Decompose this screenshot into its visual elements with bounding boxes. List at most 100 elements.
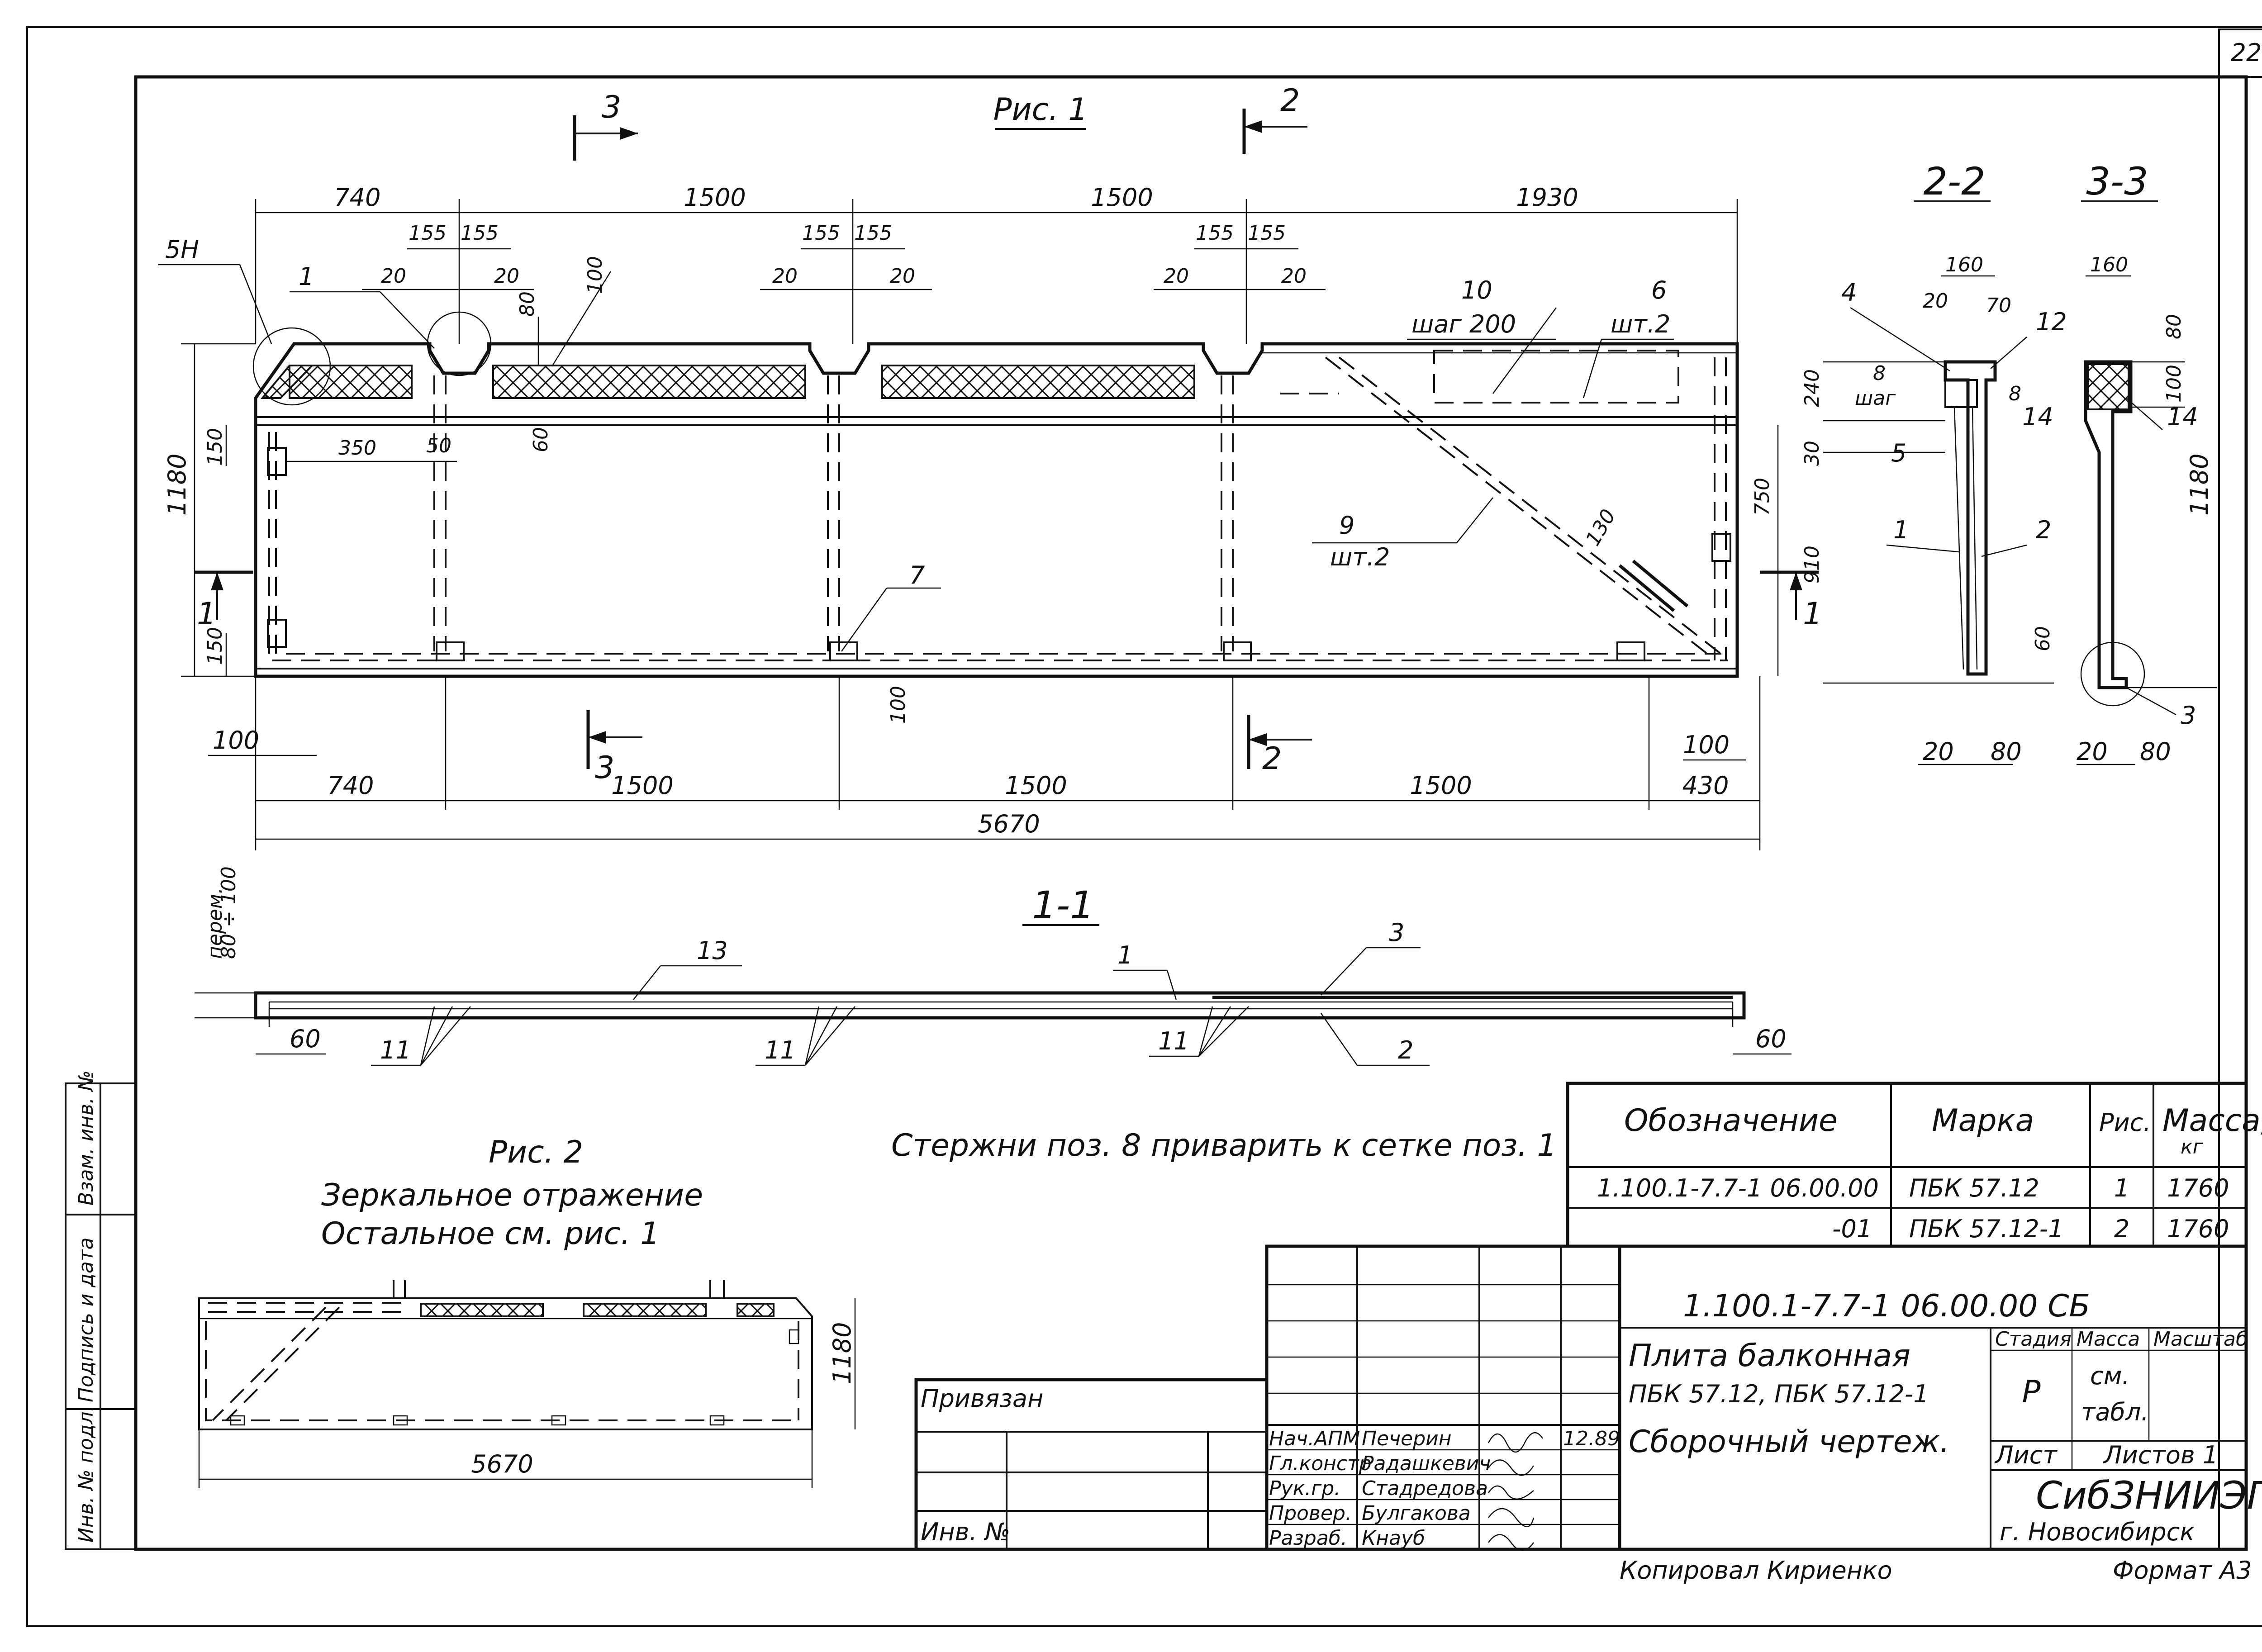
svg-text:4: 4 (1841, 278, 1857, 307)
svg-text:155: 155 (854, 222, 892, 245)
svg-text:10: 10 (1461, 276, 1492, 304)
top-dimensions: 740 1500 1500 1930 155 155 155 155 155 1… (255, 183, 1738, 367)
svg-text:Зеркальное отражение: Зеркальное отражение (321, 1177, 703, 1213)
svg-text:20: 20 (494, 265, 519, 288)
svg-text:1: 1 (2114, 1174, 2129, 1202)
svg-text:Остальное см. рис. 1: Остальное см. рис. 1 (321, 1216, 660, 1252)
svg-text:1500: 1500 (611, 771, 673, 800)
svg-text:7: 7 (909, 561, 925, 589)
svg-text:5Н: 5Н (165, 235, 199, 264)
svg-text:155: 155 (461, 222, 499, 245)
section-marker-1-right: 1 (1760, 570, 1822, 632)
section-marker-2-bottom: 2 (1247, 715, 1312, 777)
svg-text:г. Новосибирск: г. Новосибирск (2000, 1518, 2195, 1546)
svg-text:Масштаб: Масштаб (2153, 1328, 2248, 1351)
svg-text:5670: 5670 (471, 1450, 533, 1478)
svg-text:1180: 1180 (2185, 454, 2214, 516)
section-2-2: 2-2 160 20 70 240 30 910 60 20 80 4 12 8… (1801, 159, 2067, 766)
section-marker-3-top: 3 (573, 90, 638, 161)
svg-text:20: 20 (1923, 290, 1948, 313)
svg-text:шаг 200: шаг 200 (1411, 310, 1516, 338)
svg-text:Радашкевич: Радашкевич (1362, 1452, 1491, 1475)
svg-text:20: 20 (381, 265, 406, 288)
fig1-total-length: 5670 (978, 810, 1040, 838)
side-strip: Взам. инв. № Подпись и дата Инв. № подл. (65, 1070, 137, 1550)
svg-text:Р: Р (2022, 1374, 2040, 1410)
svg-text:1: 1 (197, 596, 216, 632)
svg-text:Лист: Лист (1994, 1441, 2058, 1469)
svg-text:3: 3 (2181, 701, 2196, 730)
sheet-number: 22 (2231, 38, 2262, 67)
weld-note: Стержни поз. 8 приварить к сетке поз. 1 (891, 1128, 1557, 1163)
svg-text:ПБК 57.12-1: ПБК 57.12-1 (1909, 1215, 2064, 1243)
section-3-3: 3-3 160 80 100 1180 20 80 14 3 (2077, 159, 2217, 766)
svg-text:Масса: Масса (2077, 1328, 2140, 1351)
svg-text:155: 155 (1248, 222, 1286, 245)
svg-text:80: 80 (516, 291, 539, 317)
svg-text:-01: -01 (1832, 1215, 1872, 1243)
svg-text:60: 60 (1755, 1025, 1787, 1053)
svg-text:1500: 1500 (1091, 183, 1153, 212)
svg-text:2: 2 (1262, 741, 1282, 777)
hidden-reinforcement (268, 350, 1728, 661)
svg-text:6: 6 (1651, 276, 1667, 304)
svg-text:100: 100 (887, 686, 910, 724)
svg-text:20: 20 (1281, 265, 1307, 288)
svg-text:155: 155 (1196, 222, 1234, 245)
svg-text:Привязан: Привязан (921, 1384, 1043, 1413)
svg-text:1.100.1-7.7-1 06.00.00: 1.100.1-7.7-1 06.00.00 (1597, 1174, 1879, 1202)
svg-text:Печерин: Печерин (1362, 1427, 1452, 1450)
svg-text:11: 11 (765, 1036, 796, 1064)
svg-text:150: 150 (204, 428, 227, 466)
fig1-callouts: 5Н 1 10 шаг 200 6 шт.2 9 шт.2 7 (158, 235, 1674, 652)
svg-text:ПБК 57.12, ПБК 57.12-1: ПБК 57.12, ПБК 57.12-1 (1629, 1380, 1929, 1408)
svg-text:100: 100 (1683, 731, 1730, 759)
svg-text:Кнауб: Кнауб (1362, 1527, 1425, 1550)
drawing-code: 1.100.1-7.7-1 06.00.00 СБ (1683, 1288, 2090, 1324)
svg-text:кг: кг (2181, 1135, 2204, 1158)
svg-text:Булгакова: Булгакова (1362, 1502, 1471, 1525)
side-label-inv: Инв. № подл. (75, 1405, 98, 1543)
svg-text:100: 100 (584, 256, 607, 294)
svg-text:3: 3 (1389, 918, 1404, 947)
section-1-1-title: 1-1 (1032, 883, 1094, 927)
svg-text:8: 8 (2009, 382, 2021, 405)
svg-text:Масса,: Масса, (2162, 1103, 2262, 1139)
svg-text:шт.2: шт.2 (1611, 310, 1670, 338)
svg-text:Инв. №: Инв. № (921, 1518, 1010, 1546)
svg-text:910: 910 (1801, 546, 1824, 584)
svg-text:20: 20 (2077, 737, 2108, 766)
svg-text:155: 155 (409, 222, 447, 245)
svg-text:1: 1 (1117, 941, 1133, 969)
svg-text:20: 20 (890, 265, 915, 288)
svg-text:Листов 1: Листов 1 (2103, 1441, 2218, 1469)
svg-text:1500: 1500 (1410, 771, 1472, 800)
side-label-podpis: Подпись и дата (75, 1238, 98, 1402)
embedded-plates (267, 447, 1731, 661)
svg-text:Рук.гр.: Рук.гр. (1269, 1477, 1340, 1500)
svg-text:1500: 1500 (684, 183, 746, 212)
svg-text:130: 130 (1581, 505, 1620, 550)
spec-table: Обозначение Марка Рис. Масса, кг 1.100.1… (1566, 1082, 2262, 1248)
section-marker-3-bottom: 3 (586, 710, 642, 786)
svg-text:1: 1 (1893, 516, 1909, 544)
section-1-1: 1-1 перем. 80 ÷ 100 13 1 3 11 11 11 (195, 866, 1792, 1066)
left-dimensions: 1180 150 150 350 50 60 100 100 100 750 1… (163, 343, 1779, 761)
svg-text:240: 240 (1801, 369, 1824, 407)
svg-text:2: 2 (2036, 516, 2051, 544)
svg-text:1: 1 (1803, 596, 1822, 632)
section-marker-1-left: 1 (195, 570, 253, 632)
svg-text:шаг: шаг (1855, 387, 1896, 410)
svg-text:60: 60 (2031, 626, 2054, 651)
svg-text:шт.2: шт.2 (1330, 543, 1390, 571)
svg-text:Сборочный чертеж.: Сборочный чертеж. (1629, 1424, 1949, 1460)
svg-text:Нач.АПМ: Нач.АПМ (1269, 1427, 1360, 1450)
svg-text:1760: 1760 (2167, 1215, 2229, 1243)
svg-text:12: 12 (2036, 308, 2067, 336)
svg-text:11: 11 (380, 1036, 411, 1064)
svg-text:12.89: 12.89 (1563, 1427, 1620, 1450)
svg-text:табл.: табл. (2081, 1398, 2149, 1426)
svg-text:2: 2 (1398, 1036, 1413, 1064)
svg-text:740: 740 (334, 183, 380, 212)
